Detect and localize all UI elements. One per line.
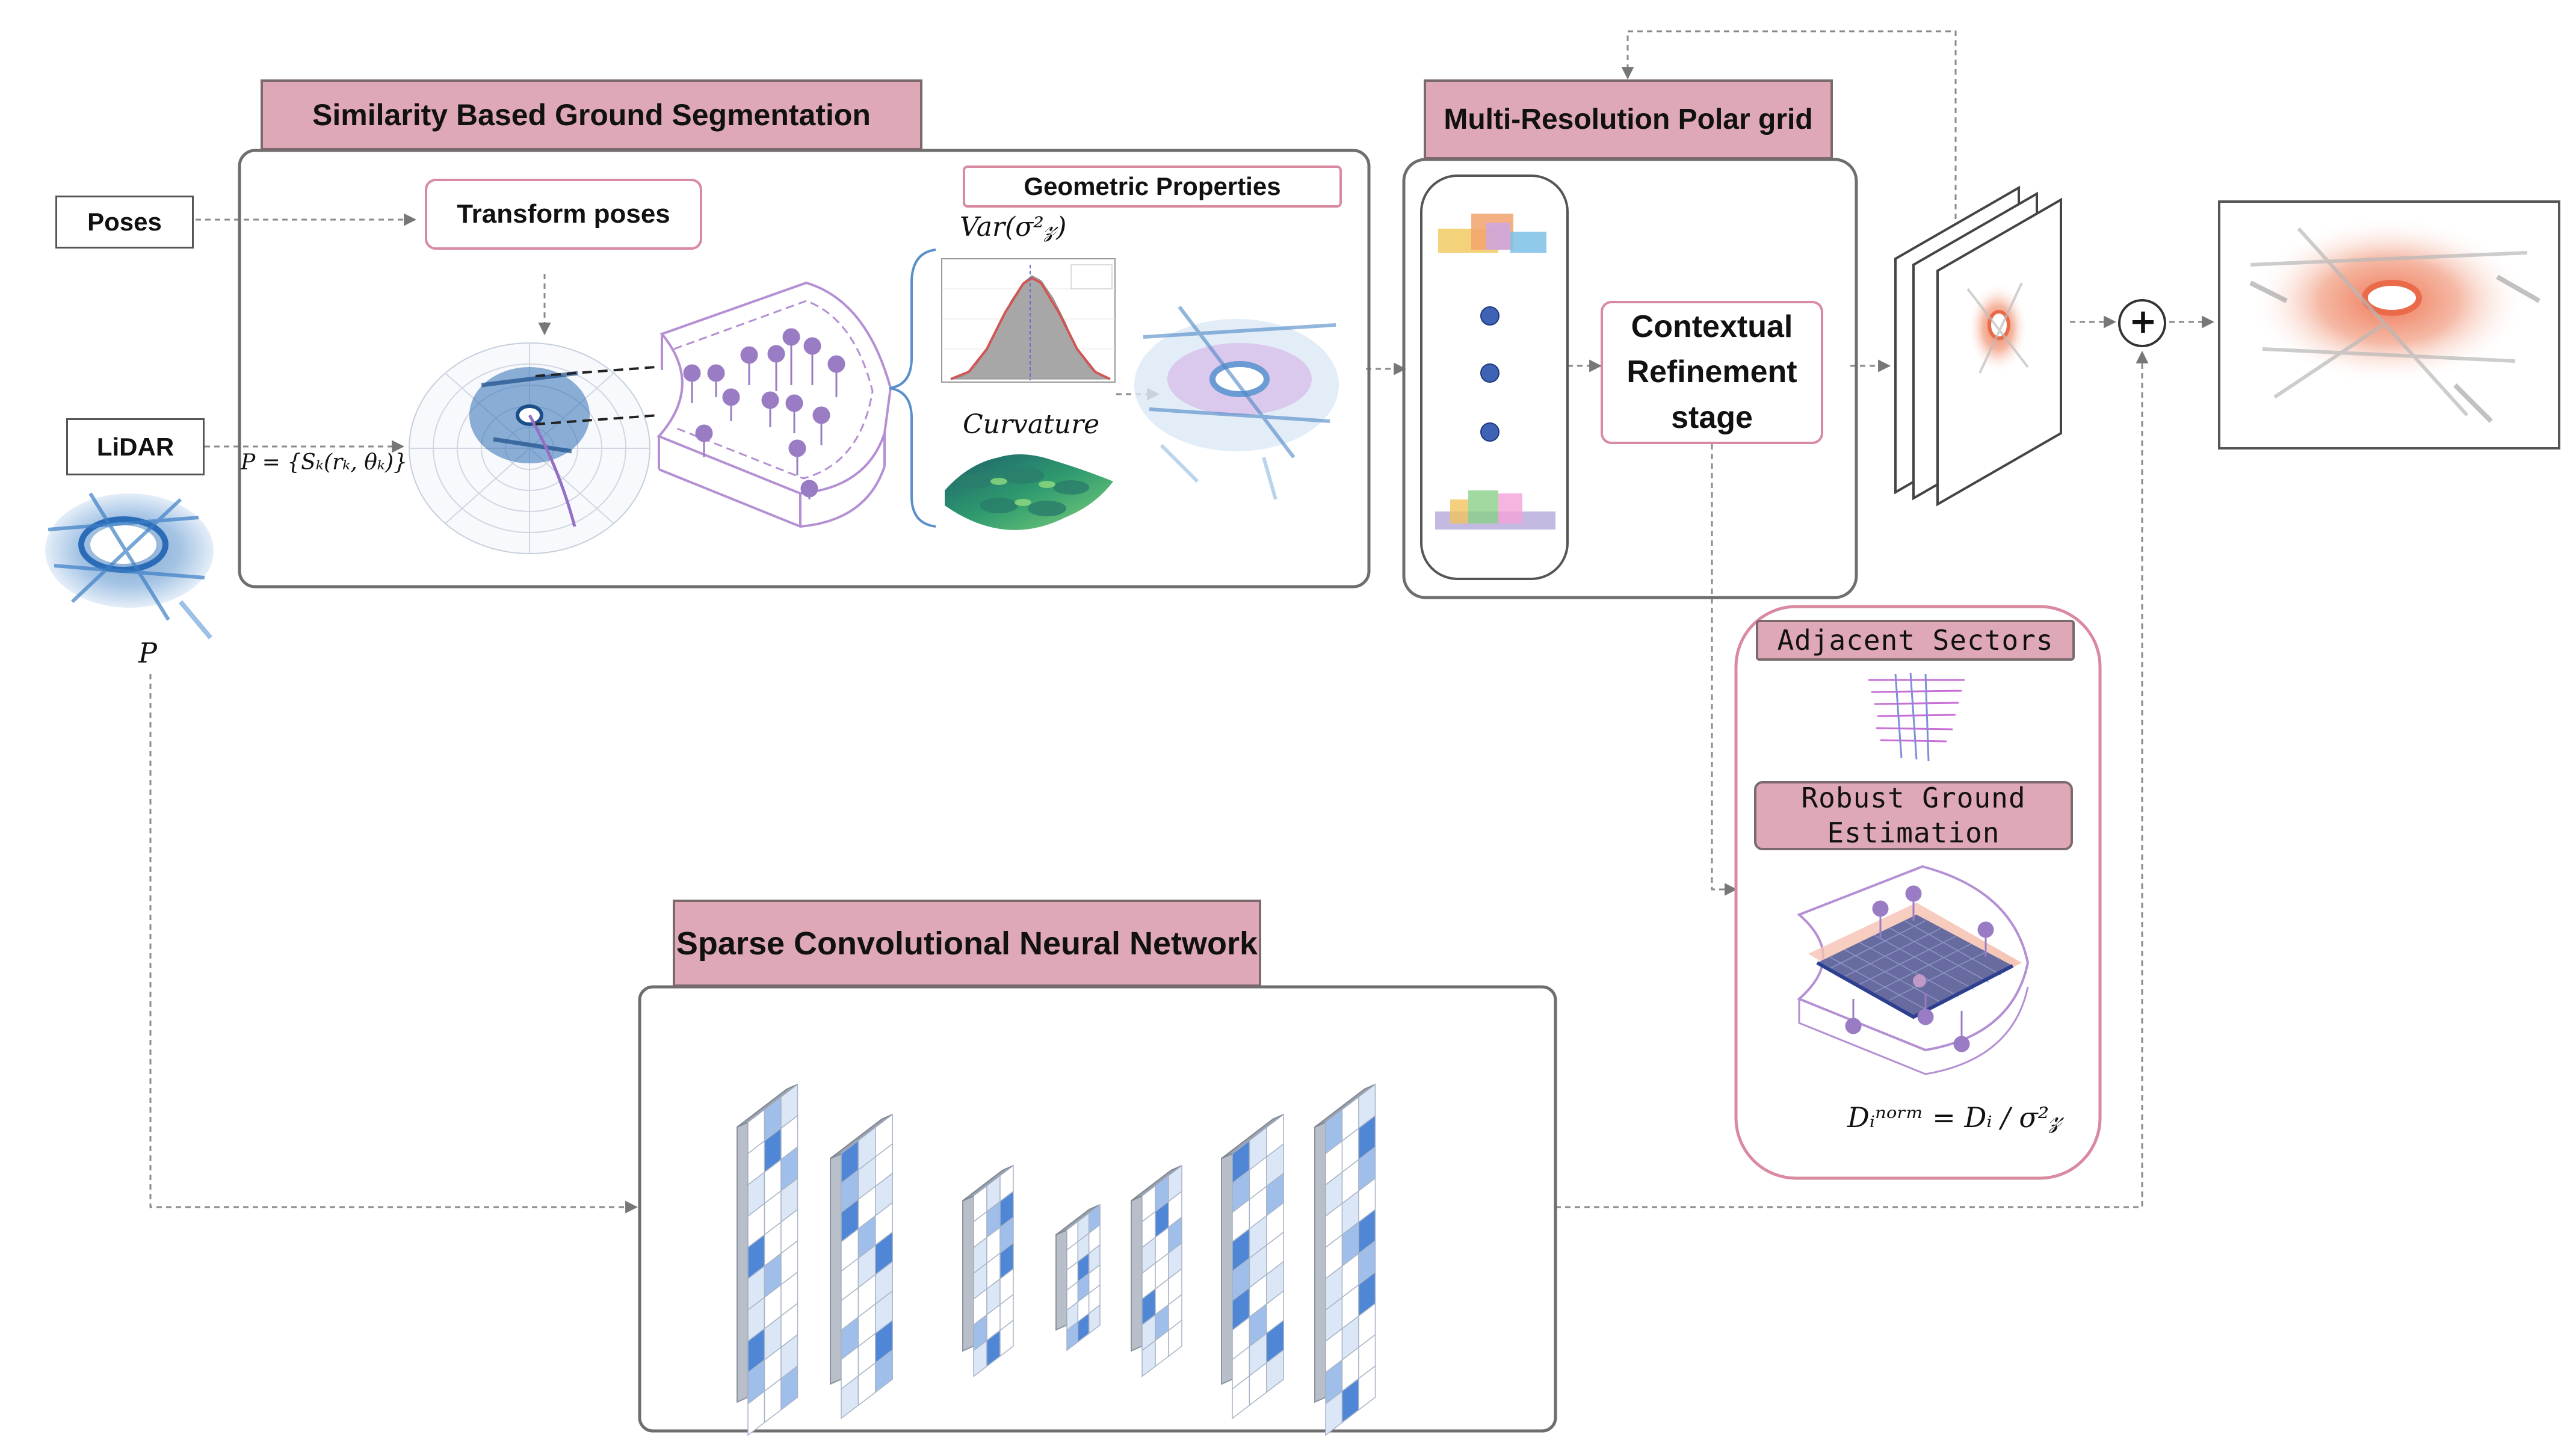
cnn-layer-side: [830, 1152, 842, 1385]
cnn-layer-side: [962, 1194, 974, 1352]
curvature-surface: [945, 454, 1113, 530]
variance-histogram: [941, 258, 1116, 383]
geometric-properties-label: Geometric Properties: [1024, 172, 1281, 200]
transform-poses-box: Transform poses: [425, 179, 702, 250]
normalized-distance-formula: Dᵢⁿᵒʳᵐ = Dᵢ / σ²𝓏: [1847, 1101, 2062, 1134]
lidar-pointcloud-image: [45, 492, 214, 640]
polar-grid-panel: [1402, 158, 1858, 599]
cnn-cell: [1358, 1365, 1376, 1411]
sum-symbol: +: [2129, 302, 2157, 341]
grid-thumbnail-bottom: [1435, 490, 1555, 530]
sector-points: [683, 328, 845, 499]
scan-set-formula: P = {Sₖ(rₖ, θₖ)}: [241, 450, 407, 475]
ellipsis-dot-3: [1480, 422, 1500, 442]
arrow-refinement-to-ground: [1711, 444, 1738, 896]
cnn-cell: [1266, 1349, 1284, 1394]
polar-sector-block: [656, 281, 892, 528]
segmentation-title: Similarity Based Ground Segmentation: [261, 79, 922, 150]
cnn-layer-side: [1314, 1121, 1326, 1403]
robust-ground-figure: [1797, 865, 2030, 1075]
transform-poses-label: Transform poses: [457, 199, 670, 229]
poses-label: Poses: [87, 208, 162, 236]
point-cloud-label: P: [138, 637, 157, 669]
cnn-layer-side: [1055, 1229, 1067, 1331]
contextual-refinement-box: Contextual Refinement stage: [1601, 301, 1823, 444]
geometric-properties-box: Geometric Properties: [963, 165, 1342, 208]
cnn-layer-side: [737, 1121, 749, 1403]
cnn-cell: [1088, 1304, 1101, 1335]
lidar-box: LiDAR: [66, 418, 205, 475]
polar-grid-figure: [409, 342, 659, 554]
multi-resolution-column: [1420, 175, 1569, 580]
cnn-cell: [875, 1349, 893, 1394]
ellipsis-dot-1: [1480, 306, 1500, 326]
cnn-layers: [737, 1083, 1376, 1436]
robust-ground-text: Robust Ground Estimation: [1801, 782, 2026, 849]
cnn-title: Sparse Convolutional Neural Network: [673, 900, 1261, 987]
variance-label: Var(σ²𝓏): [960, 212, 1067, 243]
curly-brace: [889, 249, 936, 528]
arrow-p-to-cnn: [149, 674, 638, 1214]
ellipsis-dot-2: [1480, 363, 1500, 383]
curvature-label: Curvature: [963, 409, 1100, 440]
robust-ground-label: Robust Ground Estimation: [1754, 781, 2073, 850]
final-output-image: [2218, 200, 2560, 450]
cnn-cell: [1168, 1319, 1182, 1358]
arrow-cnn-to-sum: [1555, 350, 2149, 1208]
cnn-layer-side: [1131, 1194, 1143, 1352]
connection-arrows: [149, 30, 2215, 1214]
poses-box: Poses: [55, 196, 194, 249]
segmentation-panel: [238, 149, 1371, 589]
cnn-cell: [999, 1319, 1014, 1358]
adjacent-sectors-label: Adjacent Sectors: [1756, 620, 2075, 661]
arrow-feedback-loop: [1621, 30, 1957, 229]
cnn-layer-side: [1221, 1152, 1233, 1385]
grid-thumbnail-top: [1438, 214, 1546, 253]
cnn-cell: [780, 1365, 798, 1411]
lidar-label: LiDAR: [96, 432, 175, 461]
contextual-refinement-label: Contextual Refinement stage: [1626, 309, 1797, 435]
segmented-pointcloud-image: [1134, 306, 1339, 500]
adjacent-sectors-image: [1868, 672, 1965, 762]
sum-circle: [2118, 299, 2166, 347]
polar-grid-title: Multi-Resolution Polar grid: [1424, 79, 1833, 159]
stacked-output-frames: [1894, 185, 2062, 507]
